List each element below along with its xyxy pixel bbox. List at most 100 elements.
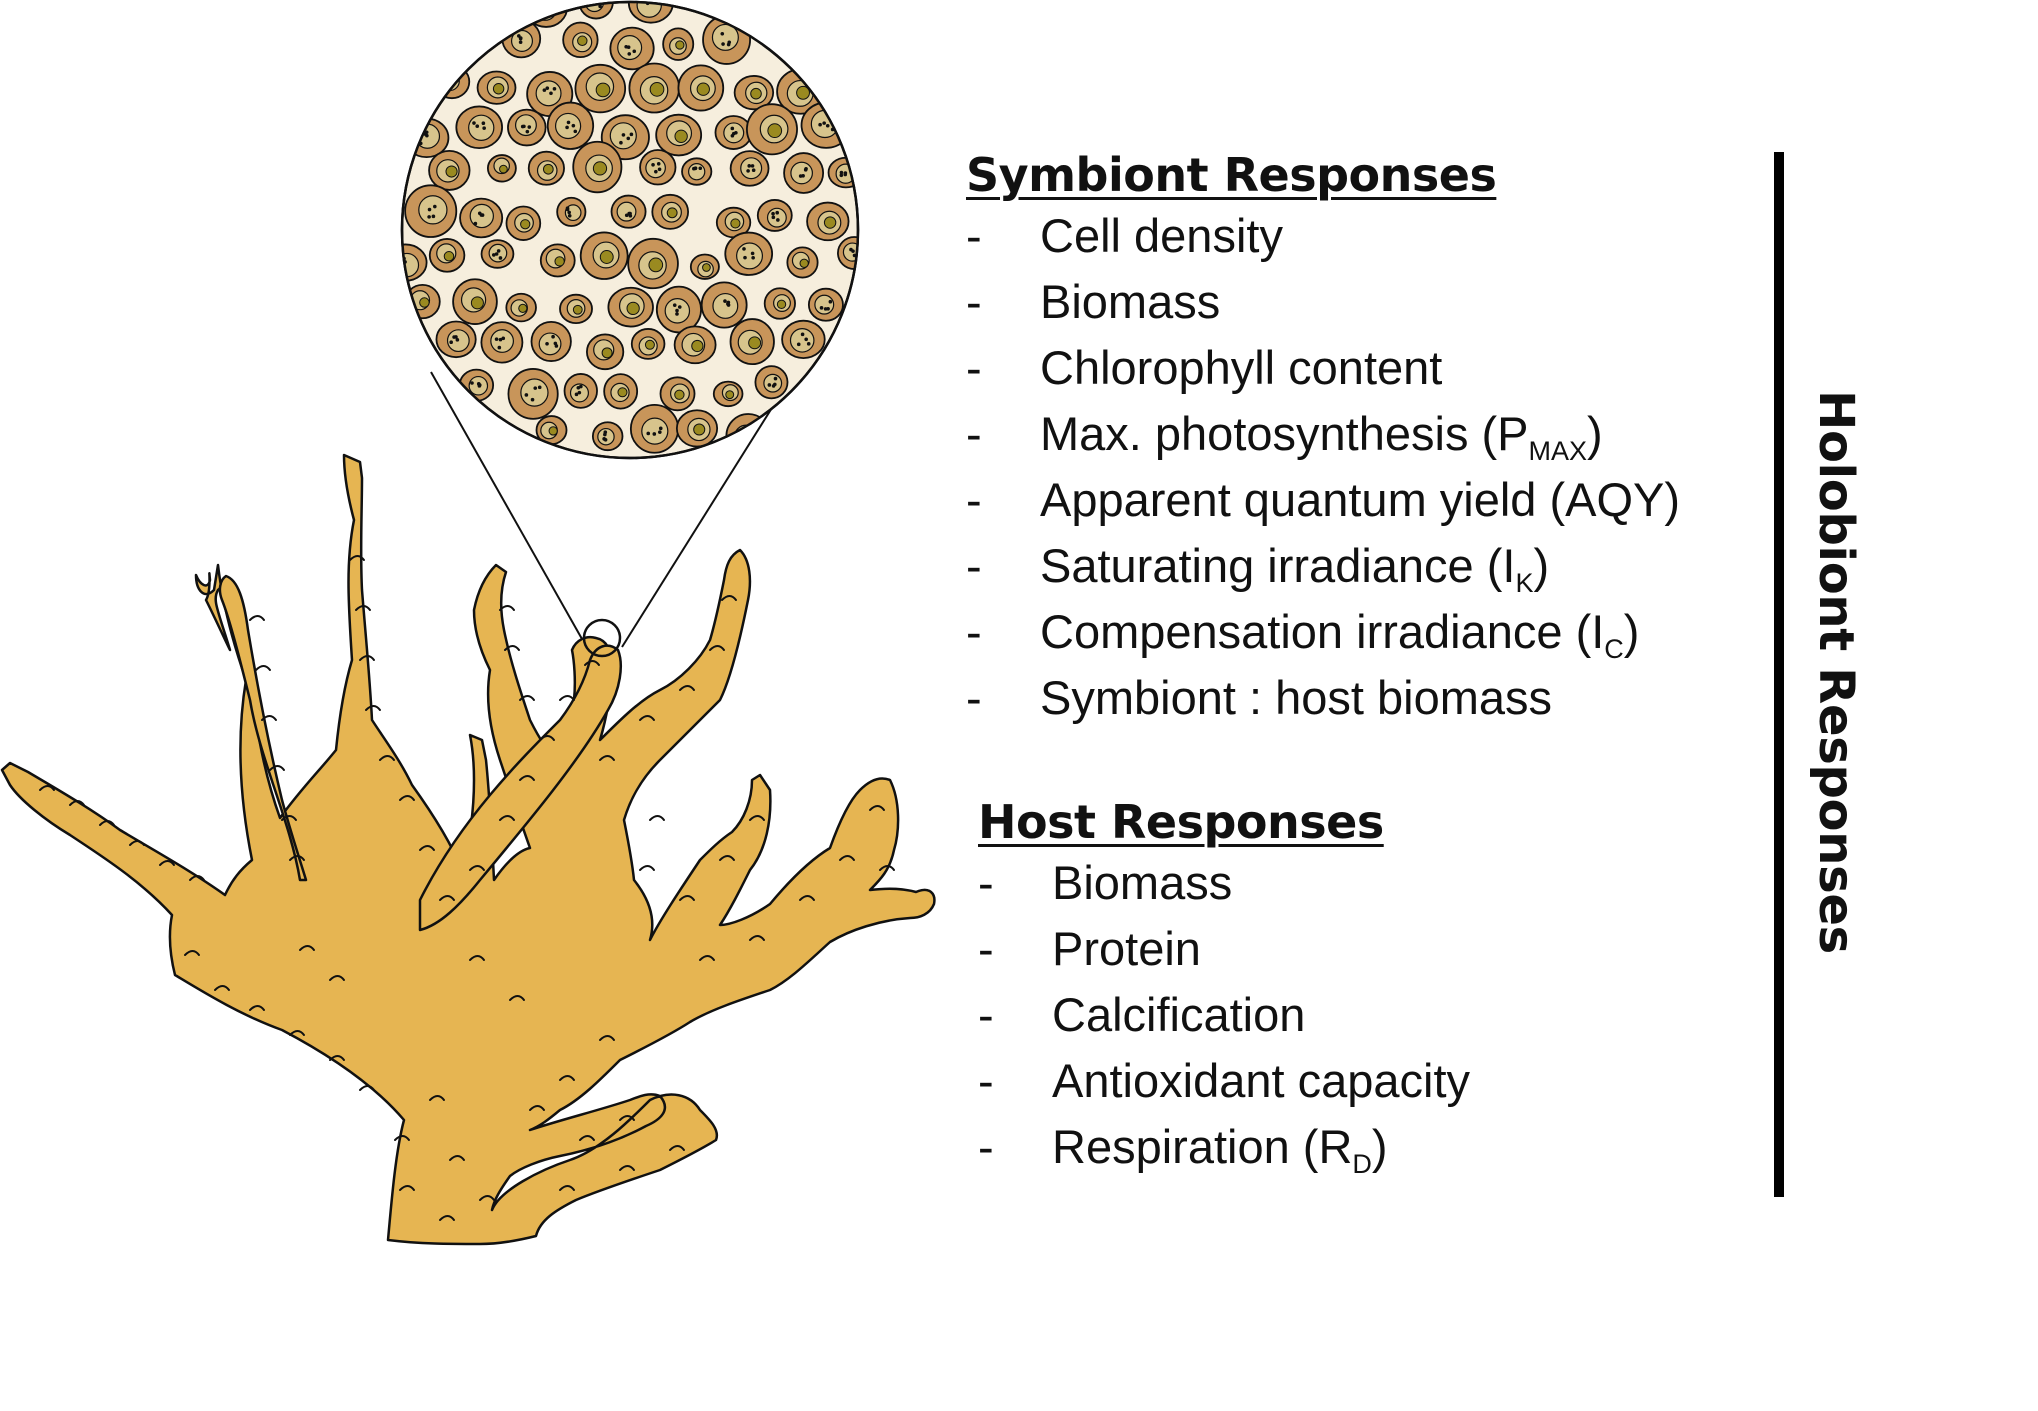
list-item-label: Symbiont : host biomass: [1040, 671, 1552, 725]
host-cell: [712, 380, 744, 408]
host-cell: [609, 26, 655, 71]
bullet-dash: -: [978, 856, 994, 910]
list-item-label: Apparent quantum yield (AQY): [1040, 473, 1681, 527]
list-item-label: Calcification: [1052, 988, 1306, 1042]
host-cell: [579, 231, 629, 280]
host-cell: [428, 238, 466, 273]
zoom-origin-circle: [582, 618, 622, 658]
list-item-label: Respiration (RD): [1052, 1120, 1388, 1180]
list-item: -Chlorophyll content: [966, 335, 1680, 401]
host-cell: [591, 421, 624, 452]
host-cell: [724, 231, 774, 276]
host-cell: [433, 64, 471, 100]
bullet-dash: -: [966, 605, 982, 659]
host-cell: [610, 194, 647, 229]
list-item: - Respiration (RD): [978, 1114, 1470, 1180]
host-cell: [486, 154, 517, 183]
host-cell: [800, 101, 852, 149]
host-cell: [428, 149, 471, 191]
host-cell: [507, 108, 547, 147]
host-responses-section: Host Responses - Biomass - Protein - Calcific…: [978, 795, 1470, 1180]
coral-body: [0, 453, 936, 1246]
host-cell: [559, 293, 593, 324]
host-cell: [689, 253, 720, 280]
host-cell: [659, 376, 696, 412]
host-cell: [404, 184, 458, 238]
magnified-cell-view: [400, 0, 860, 460]
list-item-label: Biomass: [1052, 856, 1233, 910]
list-item: - Symbiont : host biomass: [966, 665, 1680, 731]
list-item-label: Chlorophyll content: [1040, 341, 1443, 395]
list-item-label: Antioxidant capacity: [1052, 1054, 1471, 1108]
coral-texture: [39, 555, 895, 1221]
bullet-dash: -: [978, 1120, 994, 1174]
host-cell: [807, 287, 844, 322]
host-responses-heading: Host Responses: [978, 795, 1384, 849]
list-item: -Apparent quantum yield (AQY): [966, 467, 1680, 533]
host-cell: [714, 115, 753, 150]
host-cell: [586, 333, 625, 371]
list-item: - Antioxidant capacity: [978, 1048, 1470, 1114]
host-cell: [627, 237, 679, 290]
bullet-dash: -: [978, 922, 994, 976]
host-cell: [677, 64, 725, 112]
host-cell: [535, 415, 568, 446]
host-cell: [435, 320, 477, 359]
bullet-dash: -: [966, 209, 982, 263]
host-cell: [729, 318, 775, 366]
host-cell: [806, 201, 850, 242]
host-cell: [629, 403, 680, 454]
host-cell: [763, 287, 796, 320]
list-item-label: Cell density: [1040, 209, 1283, 263]
host-cell: [756, 199, 793, 232]
host-cell: [628, 62, 681, 114]
host-responses-list: - Biomass - Protein - Calcification - Antioxida…: [978, 850, 1470, 1180]
host-cell: [651, 193, 690, 230]
list-item: -Compensation irradiance (IC): [966, 599, 1680, 665]
symbiont-responses-heading: Symbiont Responses: [966, 148, 1497, 202]
host-cell: [786, 246, 819, 279]
host-cell: [715, 206, 752, 239]
host-cell: [459, 197, 504, 239]
list-item: - Cell density: [966, 203, 1680, 269]
host-cell: [505, 205, 542, 241]
symbiont-responses-section: Symbiont Responses -Cell density-Biomass…: [966, 148, 1680, 731]
host-cell: [754, 365, 789, 400]
host-cell: [639, 149, 677, 186]
host-cell: [655, 113, 703, 157]
host-cell: [746, 103, 798, 156]
host-cell: [603, 373, 639, 410]
holobiont-bracket-bar: [1774, 152, 1784, 1197]
host-cell: [783, 152, 825, 194]
list-item-label: Protein: [1052, 922, 1201, 976]
host-cell: [572, 140, 623, 194]
bullet-dash: -: [966, 671, 982, 725]
list-item-label: Saturating irradiance (IK): [1040, 539, 1550, 599]
zoom-line-right: [621, 394, 781, 648]
host-cell: [729, 150, 770, 187]
host-cell: [556, 196, 587, 227]
symbiont-responses-list: -Cell density-Biomass-Chlorophyll conten…: [966, 203, 1680, 731]
host-cell: [530, 320, 572, 362]
list-item: - Protein: [978, 916, 1470, 982]
bullet-dash: -: [978, 1054, 994, 1108]
host-cell: [607, 286, 654, 328]
list-item: - Saturating irradiance (IK): [966, 533, 1680, 599]
bullet-dash: -: [966, 275, 982, 329]
host-cell: [476, 70, 517, 105]
host-cell: [781, 319, 826, 359]
host-cell: [673, 325, 717, 365]
list-item: - Biomass: [978, 850, 1470, 916]
host-cell: [563, 373, 598, 409]
host-cell: [527, 150, 565, 186]
host-cell: [505, 292, 537, 323]
bullet-dash: -: [978, 988, 994, 1042]
host-cell: [681, 157, 713, 186]
list-item: - Calcification: [978, 982, 1470, 1048]
holobiont-responses-label: Holobiont Responses: [1808, 390, 1864, 954]
host-cell: [458, 368, 495, 402]
bullet-dash: -: [966, 539, 982, 593]
host-cell: [539, 243, 576, 278]
host-cell: [455, 105, 503, 150]
